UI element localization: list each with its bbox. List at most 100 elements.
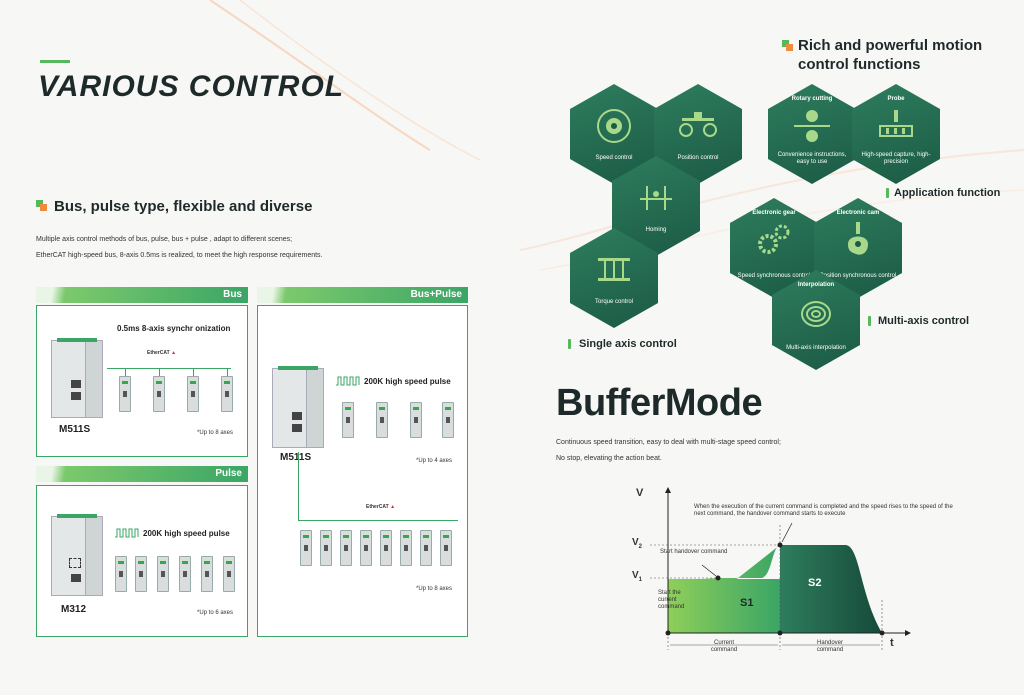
- bus-section-heading: Bus, pulse type, flexible and diverse: [54, 198, 313, 215]
- legend-bar: [886, 188, 889, 198]
- bus-pulse-axes-note-1: *Up to 4 axes: [416, 458, 453, 464]
- probe-caption: High-speed capture, high-precision: [861, 152, 931, 165]
- speed-control-icon: [597, 109, 631, 143]
- speed-control-caption: Speed control: [595, 155, 633, 161]
- hex-probe: Probe High-speed capture, high-precision: [852, 84, 940, 184]
- chart-v2-label: V2: [632, 537, 643, 551]
- chart-t-axis-label: t: [890, 637, 894, 649]
- servo-drive-image: [221, 376, 233, 412]
- pulse-wave-icon: [336, 376, 360, 386]
- bus-model-label: M511S: [59, 424, 91, 435]
- hex-interpolation: Interpolation Multi-axis interpolation: [772, 270, 860, 370]
- chart-v1-label: V1: [632, 570, 643, 584]
- title-accent-bar: [40, 60, 70, 63]
- cam-icon: [848, 222, 868, 255]
- legend-multi-axis: Multi-axis control: [878, 315, 970, 327]
- torque-control-icon: [598, 258, 630, 281]
- servo-drive-image: [442, 402, 454, 438]
- pulse-wave-icon: [115, 528, 139, 538]
- bus-pulse-panel-header: Bus+Pulse: [257, 287, 468, 303]
- rotary-cutting-title: Rotary cutting: [791, 96, 833, 102]
- pulse-panel-header: Pulse: [36, 466, 248, 482]
- s2-area: [780, 545, 882, 633]
- torque-control-caption: Torque control: [594, 299, 634, 305]
- chart-start-handover: Start handover command: [660, 549, 728, 555]
- bus-pulse-caption: 200K high speed pulse: [364, 377, 451, 386]
- probe-icon: [879, 110, 913, 137]
- position-control-icon: [679, 112, 717, 137]
- chart-s1-label: S1: [740, 597, 754, 609]
- servo-drive-image: [420, 530, 432, 566]
- servo-drive-image: [187, 376, 199, 412]
- bus-panel: 0.5ms 8-axis synchr onization EtherCAT ▲…: [36, 305, 248, 457]
- chart-s2-label: S2: [808, 577, 822, 589]
- chart-start-current: Start the current command: [658, 590, 685, 610]
- electronic-cam-title: Electronic cam: [836, 210, 880, 216]
- legend-application: Application function: [894, 187, 1001, 199]
- ethercat-wire: [298, 452, 299, 520]
- buffermode-desc-1: Continuous speed transition, easy to dea…: [556, 439, 781, 446]
- servo-drive-image: [201, 556, 213, 592]
- servo-drive-image: [115, 556, 127, 592]
- bus-section-desc-1: Multiple axis control methods of bus, pu…: [36, 236, 293, 243]
- electronic-gear-title: Electronic gear: [752, 210, 796, 216]
- buffermode-velocity-chart: [650, 487, 911, 650]
- servo-drive-image: [119, 376, 131, 412]
- electronic-cam-caption: Position synchronous control: [819, 273, 897, 279]
- interpolation-title: Interpolation: [797, 282, 835, 288]
- buffermode-title: BufferMode: [556, 382, 763, 424]
- motion-heading-2: control functions: [798, 56, 921, 73]
- servo-drive-image: [342, 402, 354, 438]
- hex-rotary-cutting: Rotary cutting Convenience instructions,…: [768, 84, 856, 184]
- legend-single-axis: Single axis control: [579, 338, 677, 350]
- servo-drive-image: [410, 402, 422, 438]
- buffermode-desc-2: No stop, elevating the action beat.: [556, 455, 662, 462]
- bus-panel-header: Bus: [36, 287, 248, 303]
- motion-heading-1: Rich and powerful motion: [798, 37, 983, 54]
- bus-section-desc-2: EtherCAT high-speed bus, 8-axis 0.5ms is…: [36, 252, 323, 259]
- bus-caption: 0.5ms 8-axis synchr onization: [117, 324, 231, 333]
- bus-wire: [107, 368, 231, 369]
- servo-drive-image: [300, 530, 312, 566]
- chart-handover-command: Handover command: [816, 640, 844, 653]
- servo-drive-image: [179, 556, 191, 592]
- interpolation-icon: [801, 301, 831, 327]
- servo-drive-image: [360, 530, 372, 566]
- position-control-caption: Position control: [677, 155, 719, 161]
- servo-drive-image: [380, 530, 392, 566]
- pulse-panel: 200K high speed pulse M312 *Up to 6 axes: [36, 485, 248, 637]
- servo-drive-image: [400, 530, 412, 566]
- servo-drive-image: [376, 402, 388, 438]
- legend-bar: [568, 339, 571, 349]
- square-bullet-icon: [782, 40, 793, 51]
- interpolation-caption: Multi-axis interpolation: [786, 345, 846, 351]
- servo-drive-image: [320, 530, 332, 566]
- legend-bar: [868, 316, 871, 326]
- bus-axes-note: *Up to 8 axes: [197, 430, 234, 436]
- pulse-caption: 200K high speed pulse: [143, 529, 230, 538]
- pulse-axes-note: *Up to 6 axes: [197, 610, 234, 616]
- rotary-cutting-icon: [794, 110, 830, 142]
- homing-caption: Homing: [645, 227, 667, 233]
- rotary-cutting-caption: Convenience instructions, easy to use: [777, 152, 847, 165]
- bus-pulse-model-label: M511S: [280, 452, 312, 463]
- servo-drive-image: [440, 530, 452, 566]
- pulse-model-label: M312: [61, 604, 87, 615]
- servo-drive-image: [157, 556, 169, 592]
- chart-v-axis-label: V: [636, 487, 644, 499]
- bus-pulse-panel: 200K high speed pulse M511S *Up to 4 axe…: [257, 305, 468, 637]
- hex-torque-control: Torque control: [570, 228, 658, 328]
- page-title: VARIOUS CONTROL: [38, 70, 345, 103]
- square-bullet-icon: [36, 200, 47, 211]
- bus-pulse-axes-note-2: *Up to 8 axes: [416, 586, 453, 592]
- chart-note-top: When the execution of the current comman…: [694, 504, 953, 517]
- homing-icon: [640, 186, 672, 210]
- servo-drive-image: [340, 530, 352, 566]
- chart-current-command: Current command: [710, 640, 738, 653]
- ethercat-logo: EtherCAT ▲: [147, 350, 177, 356]
- servo-drive-image: [153, 376, 165, 412]
- ethercat-logo: EtherCAT ▲: [366, 504, 396, 510]
- servo-drive-image: [135, 556, 147, 592]
- gear-icon: [758, 224, 790, 254]
- electronic-gear-caption: Speed synchronous control: [737, 273, 811, 279]
